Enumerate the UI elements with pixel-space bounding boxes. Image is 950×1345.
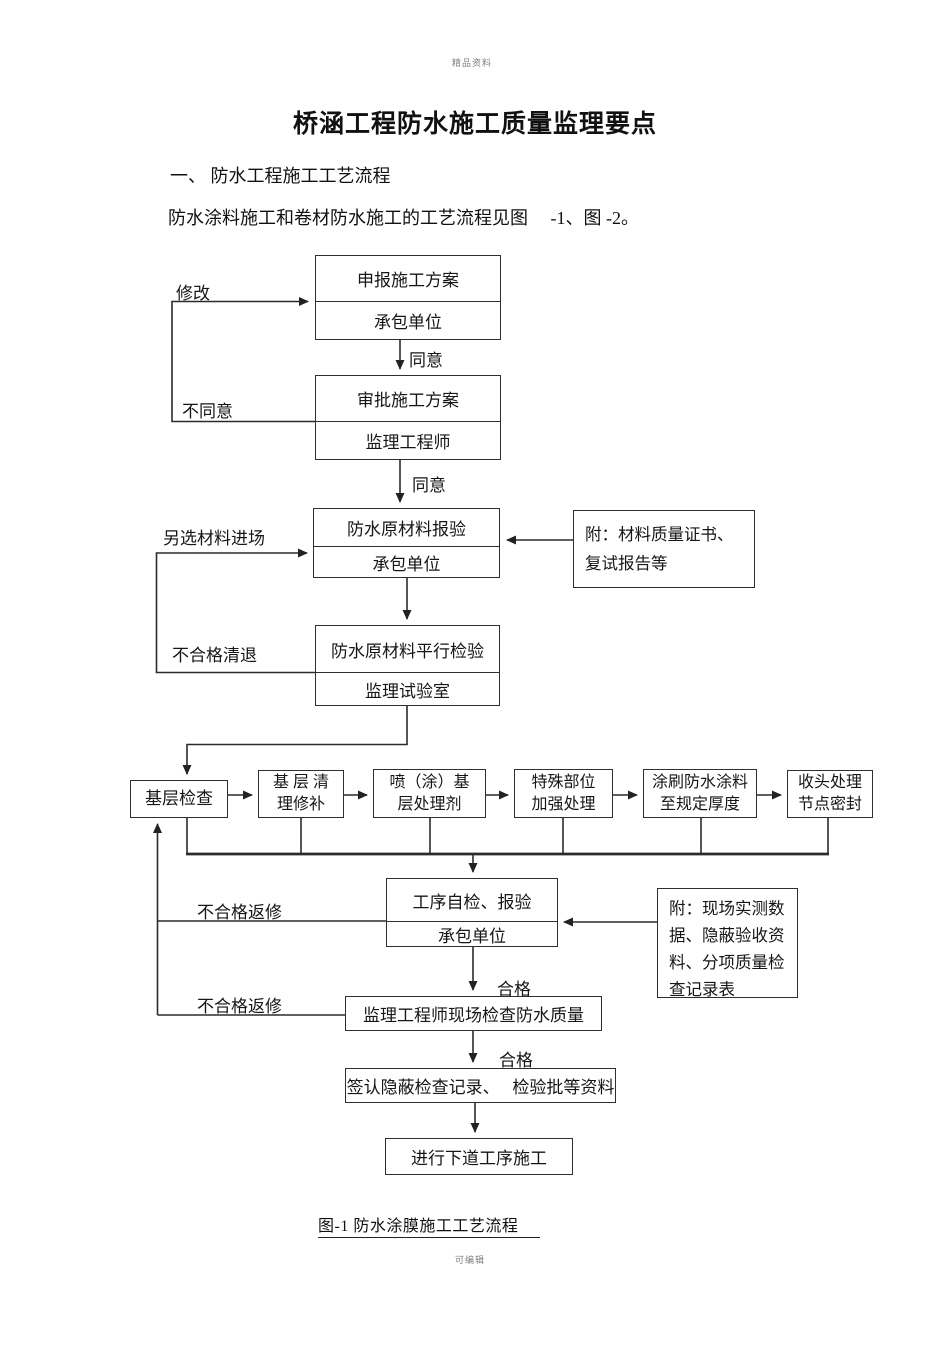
box-sealing: 收头处理 节点密封 [787, 770, 873, 818]
box-declare-plan: 申报施工方案 承包单位 [315, 255, 501, 340]
box-sign-records: 签认隐蔽检查记录、 检验批等资料 [345, 1068, 616, 1103]
box-primer: 喷（涂）基 层处理剂 [373, 769, 486, 818]
box-special-parts: 特殊部位 加强处理 [514, 769, 613, 818]
box-base-clean-line2: 理修补 [276, 796, 325, 813]
label-agree-1: 同意 [409, 351, 443, 370]
box-site-check-label: 监理工程师现场检查防水质量 [363, 1006, 584, 1025]
box-sealing-line2: 节点密封 [797, 796, 862, 813]
box-next-step: 进行下道工序施工 [385, 1138, 573, 1175]
box-site-check: 监理工程师现场检查防水质量 [345, 996, 602, 1031]
box-attachment-site-data: 附：现场实测数 据、隐蔽验收资 料、分项质量检 查记录表 [657, 888, 798, 999]
watermark-top: 精品资料 [452, 58, 493, 68]
box-coating-line2: 至规定厚度 [659, 795, 740, 813]
box-material-report-title: 防水原材料报验 [347, 520, 466, 539]
box-special-parts-line1: 特殊部位 [531, 773, 596, 791]
label-rework-1: 不合格返修 [197, 903, 282, 922]
box-review-plan-owner: 监理工程师 [316, 421, 500, 459]
box-base-clean: 基 层 清 理修补 [258, 770, 344, 818]
box-parallel-test: 防水原材料平行检验 监理试验室 [315, 625, 500, 706]
box-parallel-test-owner: 监理试验室 [316, 672, 499, 705]
label-modify: 修改 [176, 284, 210, 303]
box-primer-line2: 层处理剂 [397, 795, 462, 813]
box-special-parts-line2: 加强处理 [531, 795, 596, 813]
box-self-check-title: 工序自检、报验 [412, 892, 532, 912]
label-rework-2: 不合格返修 [197, 997, 282, 1016]
box-sealing-line1: 收头处理 [797, 774, 862, 791]
label-reselect-materials: 另选材料进场 [163, 529, 265, 548]
attachment-site-line3: 料、分项质量检 [669, 953, 785, 972]
label-disagree: 不同意 [182, 402, 233, 421]
box-base-check-label: 基层检查 [145, 789, 213, 808]
box-declare-plan-title: 申报施工方案 [357, 271, 459, 290]
box-review-plan-title: 审批施工方案 [357, 391, 459, 410]
box-base-check: 基层检查 [130, 780, 228, 818]
box-self-check-owner: 承包单位 [387, 921, 557, 947]
section-heading: 一、 防水工程施工工艺流程 [170, 166, 391, 186]
box-base-clean-line1: 基 层 清 [272, 774, 329, 791]
attachment-site-line4: 查记录表 [669, 980, 735, 999]
label-clear-out: 不合格清退 [172, 646, 257, 665]
intro-paragraph: 防水涂料施工和卷材防水施工的工艺流程见图 -1、图 -2。 [168, 208, 639, 228]
label-pass-2: 合格 [499, 1051, 533, 1070]
box-material-report: 防水原材料报验 承包单位 [313, 508, 500, 578]
attachment-materials-line1: 附：材料质量证书、 [585, 525, 734, 544]
box-next-step-label: 进行下道工序施工 [411, 1149, 547, 1168]
attachment-materials-line2: 复试报告等 [585, 554, 668, 573]
label-pass-1: 合格 [497, 980, 531, 999]
box-self-check: 工序自检、报验 承包单位 [386, 878, 558, 947]
figure-caption: 图-1 防水涂膜施工工艺流程 [318, 1218, 541, 1238]
watermark-bottom: 可编辑 [455, 1255, 486, 1265]
label-agree-2: 同意 [412, 476, 446, 495]
box-review-plan: 审批施工方案 监理工程师 [315, 375, 501, 460]
box-coating-line1: 涂刷防水涂料 [651, 773, 748, 791]
attachment-site-line2: 据、隐蔽验收资 [669, 926, 785, 945]
box-coating: 涂刷防水涂料 至规定厚度 [643, 769, 757, 818]
box-declare-plan-owner: 承包单位 [316, 301, 500, 339]
box-material-report-owner: 承包单位 [314, 546, 499, 577]
box-primer-line1: 喷（涂）基 [389, 773, 470, 791]
figure-caption-wrap: 图-1 防水涂膜施工工艺流程 [318, 1212, 541, 1238]
box-parallel-test-title: 防水原材料平行检验 [331, 641, 484, 661]
page-title: 桥涵工程防水施工质量监理要点 [292, 111, 657, 138]
box-attachment-materials: 附：材料质量证书、 复试报告等 [573, 510, 755, 588]
box-sign-records-label: 签认隐蔽检查记录、 检验批等资料 [346, 1078, 615, 1097]
attachment-site-line1: 附：现场实测数 [669, 899, 785, 918]
